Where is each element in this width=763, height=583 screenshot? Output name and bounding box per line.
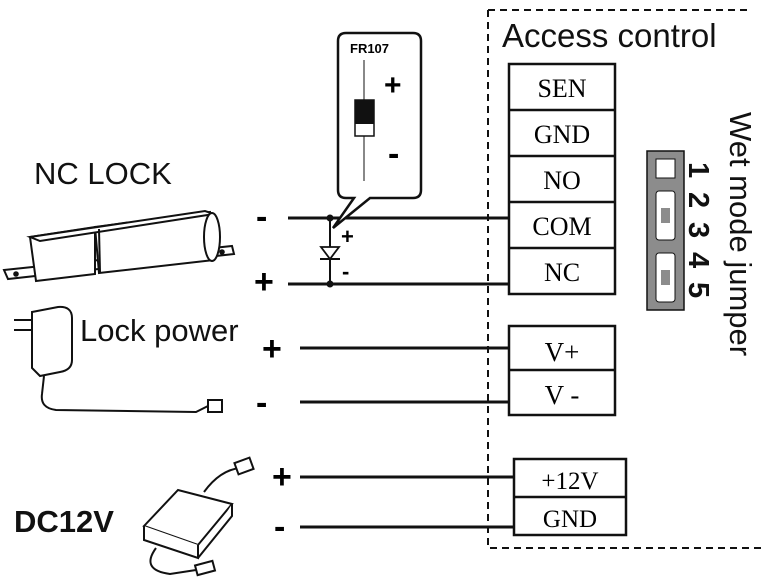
terminal-vminus: V - (545, 380, 580, 410)
jumper-label: Wet mode jumper (723, 112, 758, 356)
dc-plus-sign: + (272, 458, 292, 496)
terminal-nc: NC (544, 258, 580, 287)
terminal-no: NO (543, 166, 581, 195)
terminal-block-supply: +12V GND (512, 457, 628, 537)
jumper-pin-4: 4 (682, 252, 714, 268)
wires (288, 216, 514, 529)
terminal-block-power: V+ V - (507, 324, 617, 417)
nc-lock-icon (2, 209, 236, 283)
terminal-com: COM (532, 212, 591, 241)
junction-plus: + (341, 224, 354, 249)
dc-minus-sign: - (274, 508, 285, 546)
diode-minus: - (388, 135, 399, 173)
diode-junction: + - (319, 214, 354, 288)
lock-power-label: Lock power (80, 313, 239, 348)
power-minus-sign: - (256, 384, 267, 422)
terminal-gnd: GND (534, 120, 590, 149)
lock-minus-sign: - (256, 198, 267, 236)
dc-label: DC12V (14, 504, 114, 539)
access-control-enclosure (487, 9, 763, 549)
jumper-pin-1: 1 (682, 162, 714, 178)
lock-power-adapter-icon (14, 305, 223, 414)
panel-title: Access control (502, 17, 717, 54)
terminal-vplus: V+ (545, 337, 580, 367)
jumper-pin-numbers: 1 2 3 4 5 (682, 162, 714, 298)
diode-plus: + (384, 69, 402, 102)
terminal-12v: +12V (541, 468, 598, 495)
diode-model: FR107 (350, 41, 389, 56)
terminal-sen: SEN (537, 74, 586, 103)
jumper-pin-3: 3 (682, 222, 714, 238)
jumper-pin-5: 5 (682, 282, 714, 298)
terminal-supply-gnd: GND (543, 506, 597, 533)
terminal-block-main: SEN GND NO COM NC (507, 62, 617, 296)
jumper-pin-2: 2 (682, 192, 714, 208)
diode-symbol-icon (319, 246, 341, 261)
lock-plus-sign: + (254, 263, 274, 301)
diode-callout (331, 31, 423, 229)
power-plus-sign: + (262, 330, 282, 368)
wet-mode-jumper (646, 150, 685, 311)
lock-label: NC LOCK (34, 156, 172, 191)
junction-minus: - (342, 259, 349, 284)
dc12v-adapter-icon (142, 456, 255, 577)
